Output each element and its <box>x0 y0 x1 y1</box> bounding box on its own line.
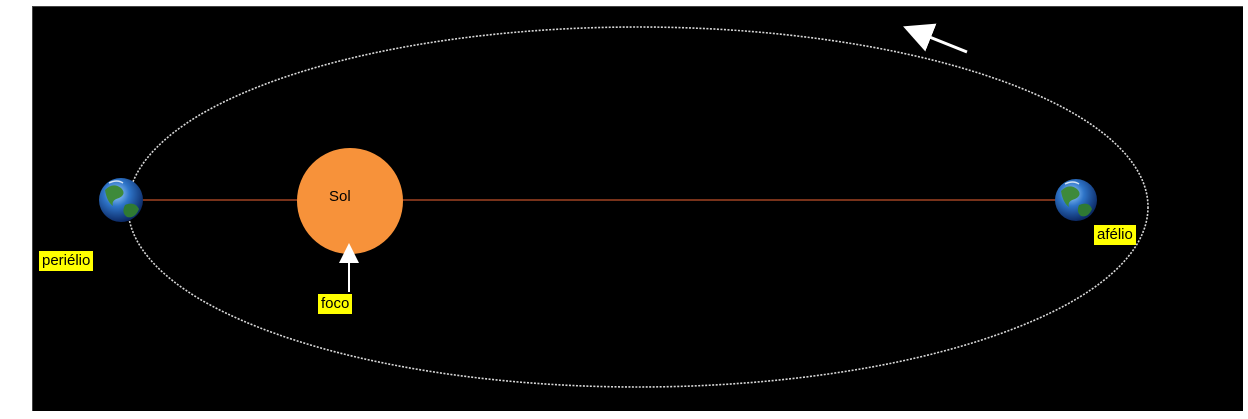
perihelion-label: periélio <box>39 251 93 271</box>
aphelion-label: afélio <box>1094 225 1136 245</box>
orbit-ellipse <box>128 27 1148 387</box>
perihelion-earth-icon <box>99 178 143 222</box>
orbit-diagram-panel: Sol foco periélio afélio <box>32 6 1243 411</box>
orbit-diagram-canvas <box>33 7 1243 411</box>
sun-label: Sol <box>329 188 351 205</box>
motion-direction-arrow-icon <box>917 32 967 52</box>
aphelion-earth-icon <box>1055 179 1097 221</box>
focus-label: foco <box>318 294 352 314</box>
